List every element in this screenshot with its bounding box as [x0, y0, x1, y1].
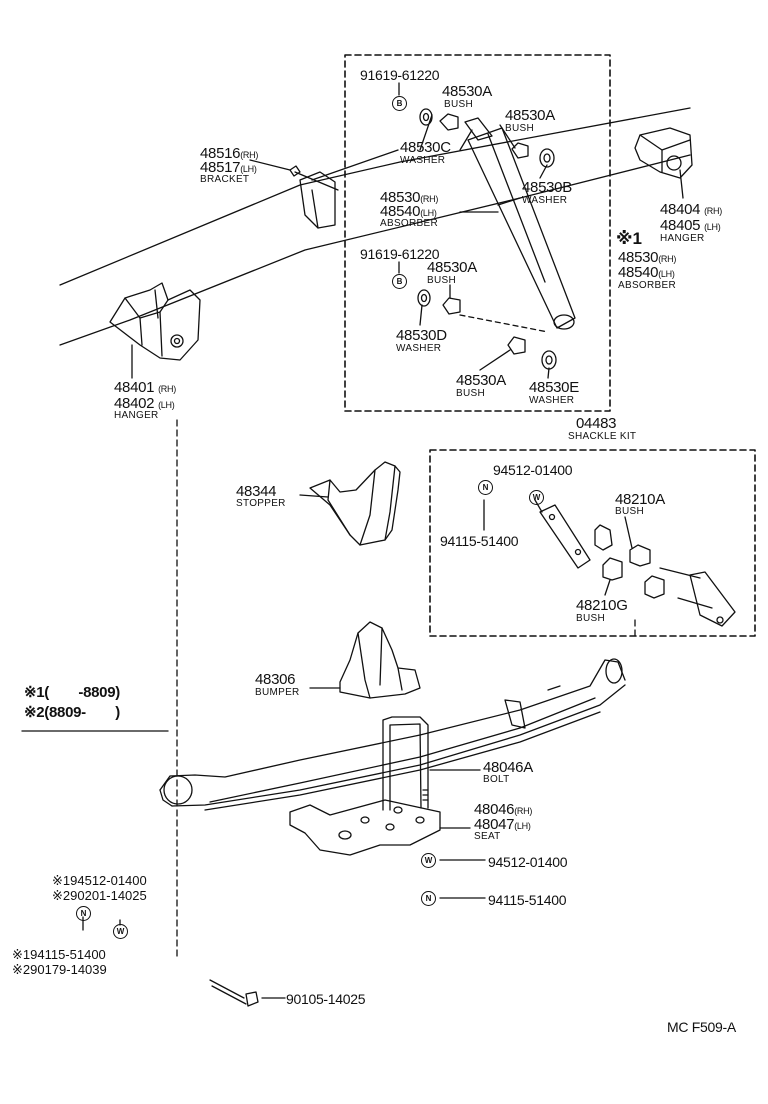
washer-c-name: WASHER — [400, 155, 446, 166]
washer-symbol-b-bottom: B — [392, 274, 407, 289]
bracket-lh-part: 48517(LH) — [200, 159, 257, 176]
shackle-kit-name: SHACKLE KIT — [568, 431, 637, 442]
shackle-bush-a-part: 48210A — [615, 491, 665, 508]
seat-rh-part: 48046(RH) — [474, 801, 533, 818]
stopper-part-number: 48344 — [236, 483, 277, 500]
seat-nut-code: 94115-51400 — [488, 892, 567, 908]
washer-d-part: 48530D — [396, 327, 447, 344]
seat-lh-part: 48047(LH) — [474, 816, 531, 833]
seat-name: SEAT — [474, 831, 501, 842]
bracket-name: BRACKET — [200, 174, 250, 185]
alt-nut-code-1: ※194115-51400 — [12, 947, 106, 962]
rear-hanger-lh-part: 48405 (LH) — [660, 217, 721, 234]
absorber-lh-part: 48540(LH) — [380, 203, 437, 220]
alt-washer-symbol: W — [113, 924, 128, 939]
shock-absorber — [464, 117, 576, 330]
bush-name-mid: BUSH — [427, 275, 456, 286]
u-bolt-part: 48046A — [483, 759, 533, 776]
absorber-washer-code-bottom: 91619-61220 — [360, 246, 440, 262]
absorber-rh-part: 48530(RH) — [380, 189, 439, 206]
shackle-washer-symbol: W — [529, 490, 544, 505]
front-hanger-rh-part: 48401 (RH) — [114, 379, 176, 396]
shackle-parts — [539, 504, 736, 627]
spring-seat — [289, 799, 441, 856]
frame-rail — [59, 107, 691, 346]
shackle-bush-g-name: BUSH — [576, 613, 605, 624]
alt-nut-code-2: ※290179-14039 — [12, 962, 107, 977]
washer-symbol-b-top: B — [392, 96, 407, 111]
bracket-part — [289, 165, 339, 229]
shackle-bush-a-name: BUSH — [615, 506, 644, 517]
washer-c-part: 48530C — [400, 139, 451, 156]
rear-hanger — [634, 127, 693, 179]
absorber-kit-box — [344, 54, 611, 412]
rear-hanger-name: HANGER — [660, 233, 705, 244]
front-hanger-lh-part: 48402 (LH) — [114, 395, 175, 412]
hanger-bolt-code: 90105-14025 — [286, 991, 366, 1007]
leader-lines — [21, 82, 684, 999]
leaf-spring — [159, 658, 626, 811]
shackle-nut-code: 94115-51400 — [440, 533, 519, 549]
seat-nut-symbol: N — [421, 891, 436, 906]
bracket-rh-part: 48516(RH) — [200, 145, 259, 162]
bush-part-top-2: 48530A — [505, 107, 555, 124]
absorber-alt-rh-part: 48530(RH) — [618, 249, 677, 266]
seat-washer-symbol: W — [421, 853, 436, 868]
hanger-bolt — [209, 979, 259, 1007]
shackle-washer-code: 94512-01400 — [493, 462, 573, 478]
bush-part-top-1: 48530A — [442, 83, 492, 100]
stopper-name: STOPPER — [236, 498, 286, 509]
washer-b-name: WASHER — [522, 195, 568, 206]
bumper-part-number: 48306 — [255, 671, 296, 688]
bush-name-bottom: BUSH — [456, 388, 485, 399]
alt-washer-code-2: ※290201-14025 — [52, 888, 147, 903]
absorber-alt-lh-part: 48540(LH) — [618, 264, 675, 281]
figure-code: MC F509-A — [667, 1019, 736, 1035]
washer-e-part: 48530E — [529, 379, 579, 396]
front-hanger — [109, 282, 201, 361]
alt-washer-code-1: ※194512-01400 — [52, 873, 147, 888]
bumper-name: BUMPER — [255, 687, 300, 698]
absorber-washer-code-top: 91619-61220 — [360, 67, 440, 83]
shackle-kit-part: 04483 — [576, 415, 617, 432]
front-hanger-name: HANGER — [114, 410, 159, 421]
absorber-name: ABSORBER — [380, 218, 438, 229]
absorber-alt-mark: ※1 — [616, 229, 642, 248]
washer-d-name: WASHER — [396, 343, 442, 354]
bush-part-bottom: 48530A — [456, 372, 506, 389]
absorber-alt-name: ABSORBER — [618, 280, 676, 291]
bumper-part — [339, 621, 421, 699]
rear-hanger-rh-part: 48404 (RH) — [660, 201, 722, 218]
seat-washer-code: 94512-01400 — [488, 854, 568, 870]
u-bolt-name: BOLT — [483, 774, 510, 785]
stopper-part — [309, 461, 401, 546]
bush-name-top-1: BUSH — [444, 99, 473, 110]
dashed-guides — [176, 419, 636, 961]
shackle-nut-symbol: N — [478, 480, 493, 495]
alt-nut-symbol: N — [76, 906, 91, 921]
note-1: ※1( -8809) — [24, 684, 120, 701]
shackle-bush-g-part: 48210G — [576, 597, 628, 614]
washer-b-part: 48530B — [522, 179, 572, 196]
u-bolt — [382, 716, 429, 811]
washer-e-name: WASHER — [529, 395, 575, 406]
bush-name-top-2: BUSH — [505, 123, 534, 134]
note-2: ※2(8809- ) — [24, 704, 120, 721]
shackle-kit-box — [429, 449, 756, 637]
bush-part-mid: 48530A — [427, 259, 477, 276]
